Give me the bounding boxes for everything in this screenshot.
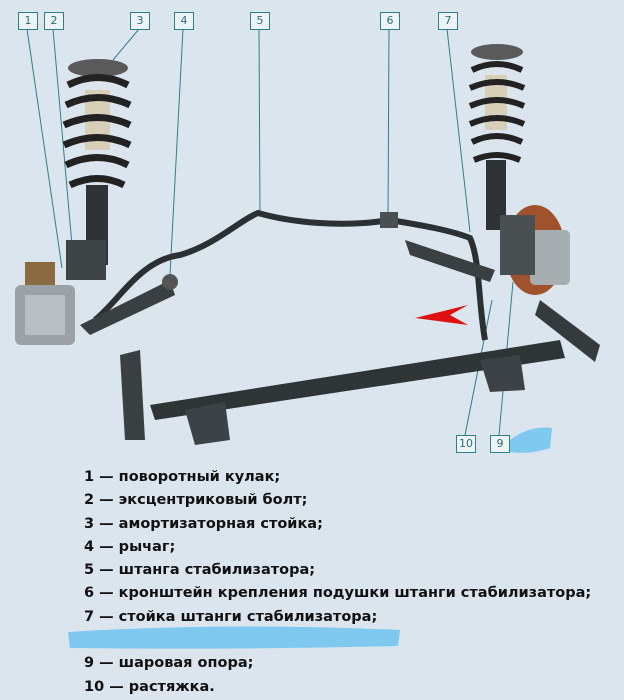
arm-bushing: [162, 274, 178, 290]
strut-left: [62, 59, 132, 280]
legend-item-redacted: [84, 629, 591, 652]
legend-item: 5 — штанга стабилизатора;: [84, 562, 316, 579]
stabilizer-bracket: [380, 212, 398, 228]
callout-4: 4: [174, 12, 194, 30]
legend-item: 7 — стойка штанги стабилизатора;: [84, 608, 378, 625]
knuckle-right: [500, 205, 570, 295]
redaction-mark: [68, 626, 400, 649]
legend-item: 6 — кронштейн крепления подушки штанги с…: [84, 585, 592, 602]
subframe: [120, 300, 600, 445]
knuckle-left: [15, 262, 75, 345]
callout-1: 1: [18, 12, 38, 30]
control-arm-right: [405, 240, 495, 282]
control-arm-left: [80, 280, 175, 335]
callout-5: 5: [250, 12, 270, 30]
callout-9: 9: [490, 435, 510, 453]
legend-item: 3 — амортизаторная стойка;: [84, 515, 323, 532]
callout-10: 10: [456, 435, 476, 453]
strut-right: [468, 44, 526, 230]
callout-3: 3: [130, 12, 150, 30]
callout-2: 2: [44, 12, 64, 30]
stabilizer-bar: [93, 209, 488, 341]
parts-legend: 1 — поворотный кулак; 2 — эксцентриковый…: [84, 466, 591, 699]
legend-item: 9 — шаровая опора;: [84, 655, 254, 672]
legend-item: 1 — поворотный кулак;: [84, 469, 281, 485]
callout-6: 6: [380, 12, 400, 30]
callout-7: 7: [438, 12, 458, 30]
legend-item: 4 — рычаг;: [84, 538, 176, 555]
legend-item: 2 — эксцентриковый болт;: [84, 492, 308, 509]
redaction-mark: [510, 427, 552, 453]
red-arrow-icon: [415, 305, 468, 325]
legend-item: 10 — растяжка.: [84, 678, 215, 695]
